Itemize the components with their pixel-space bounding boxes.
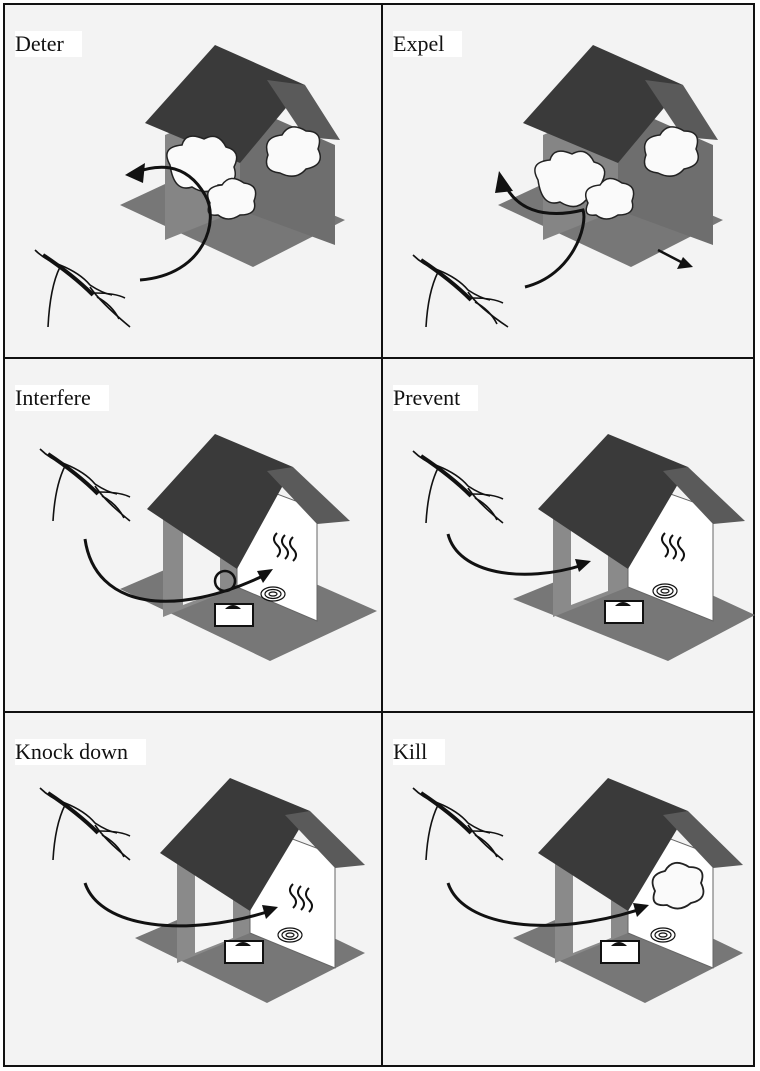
house-roof bbox=[145, 45, 305, 163]
panel-deter: Deter bbox=[5, 5, 379, 357]
panel-label-interfere: Interfere bbox=[15, 385, 109, 411]
kill-illustration bbox=[412, 778, 743, 1003]
mosquito-icon bbox=[39, 448, 131, 522]
bed-icon bbox=[604, 600, 644, 624]
sleeping-person-icon bbox=[611, 942, 627, 946]
panel-label-prevent: Prevent bbox=[393, 385, 479, 411]
exit-arrowhead bbox=[677, 257, 693, 269]
mosquito-icon bbox=[412, 254, 509, 328]
diagram-grid: Deter Expel bbox=[3, 3, 755, 1067]
flight-arrow-path bbox=[446, 882, 642, 927]
bed-icon bbox=[600, 940, 640, 964]
mosquito-coil-icon bbox=[277, 927, 303, 943]
smoke-cloud-side bbox=[265, 126, 321, 177]
panel-knock-down: Knock down bbox=[5, 713, 379, 1065]
sleeping-person-icon bbox=[225, 605, 241, 609]
mosquito-icon bbox=[34, 249, 131, 328]
prevent-illustration bbox=[412, 434, 755, 661]
house-roof-side bbox=[645, 80, 718, 140]
flight-arrowhead bbox=[495, 171, 513, 193]
house-roof-side bbox=[267, 467, 350, 524]
repellent-wave-icon bbox=[273, 532, 297, 562]
bed-icon bbox=[224, 940, 264, 964]
panel-interfere: Interfere bbox=[5, 359, 379, 711]
flight-arrowhead bbox=[633, 903, 649, 917]
house-roof bbox=[538, 778, 688, 911]
panel-kill: Kill bbox=[383, 713, 757, 1065]
mosquito-coil-icon bbox=[650, 927, 676, 943]
mosquito-icon bbox=[39, 787, 131, 861]
sleeping-person-icon bbox=[615, 602, 631, 606]
flight-arrow-path bbox=[83, 882, 271, 928]
knock-down-illustration bbox=[39, 778, 365, 1003]
house-roof-side bbox=[285, 811, 365, 868]
mosquito-coil-icon bbox=[652, 583, 678, 599]
panel-label-knock-down: Knock down bbox=[15, 739, 147, 765]
house-roof bbox=[147, 434, 293, 569]
panel-prevent: Prevent bbox=[383, 359, 757, 711]
panel-expel: Expel bbox=[383, 5, 757, 357]
exit-arrow-line bbox=[657, 248, 684, 265]
mosquito-icon bbox=[412, 787, 504, 861]
divider-vertical bbox=[381, 5, 383, 1065]
expel-illustration bbox=[412, 45, 723, 328]
interfere-illustration bbox=[39, 434, 377, 661]
mosquito-coil-icon bbox=[260, 586, 286, 602]
insecticide-burst-cloud bbox=[651, 861, 705, 910]
flight-arrowhead bbox=[575, 559, 591, 572]
flight-arrowhead bbox=[125, 163, 145, 183]
flight-arrow-path bbox=[83, 538, 268, 603]
panel-label-deter: Deter bbox=[15, 31, 82, 57]
bed-icon bbox=[214, 603, 254, 627]
house-roof bbox=[160, 778, 310, 911]
house-roof-side bbox=[267, 80, 340, 140]
smoke-cloud-door bbox=[585, 177, 635, 220]
flight-arrow-path bbox=[132, 165, 212, 282]
flight-arrowhead bbox=[262, 905, 278, 919]
sleeping-person-icon bbox=[235, 942, 251, 946]
house-roof bbox=[538, 434, 688, 569]
smoke-cloud-window bbox=[166, 135, 238, 193]
house-roof bbox=[523, 45, 683, 163]
mosquito-icon bbox=[412, 450, 504, 524]
repellent-wave-icon bbox=[661, 532, 685, 562]
deter-illustration bbox=[34, 45, 345, 328]
divider-horizontal-1 bbox=[5, 357, 753, 359]
panel-label-expel: Expel bbox=[393, 31, 463, 57]
smoke-cloud-door bbox=[207, 177, 257, 220]
divider-horizontal-2 bbox=[5, 711, 753, 713]
flight-arrow-path bbox=[446, 533, 584, 576]
house-roof-side bbox=[663, 467, 745, 524]
flight-arrowhead bbox=[257, 569, 273, 583]
flight-arrow-path bbox=[503, 184, 586, 289]
panel-label-kill: Kill bbox=[393, 739, 446, 765]
repellent-wave-icon bbox=[289, 883, 313, 913]
house-roof-side bbox=[663, 811, 743, 868]
smoke-cloud-side bbox=[643, 126, 699, 177]
